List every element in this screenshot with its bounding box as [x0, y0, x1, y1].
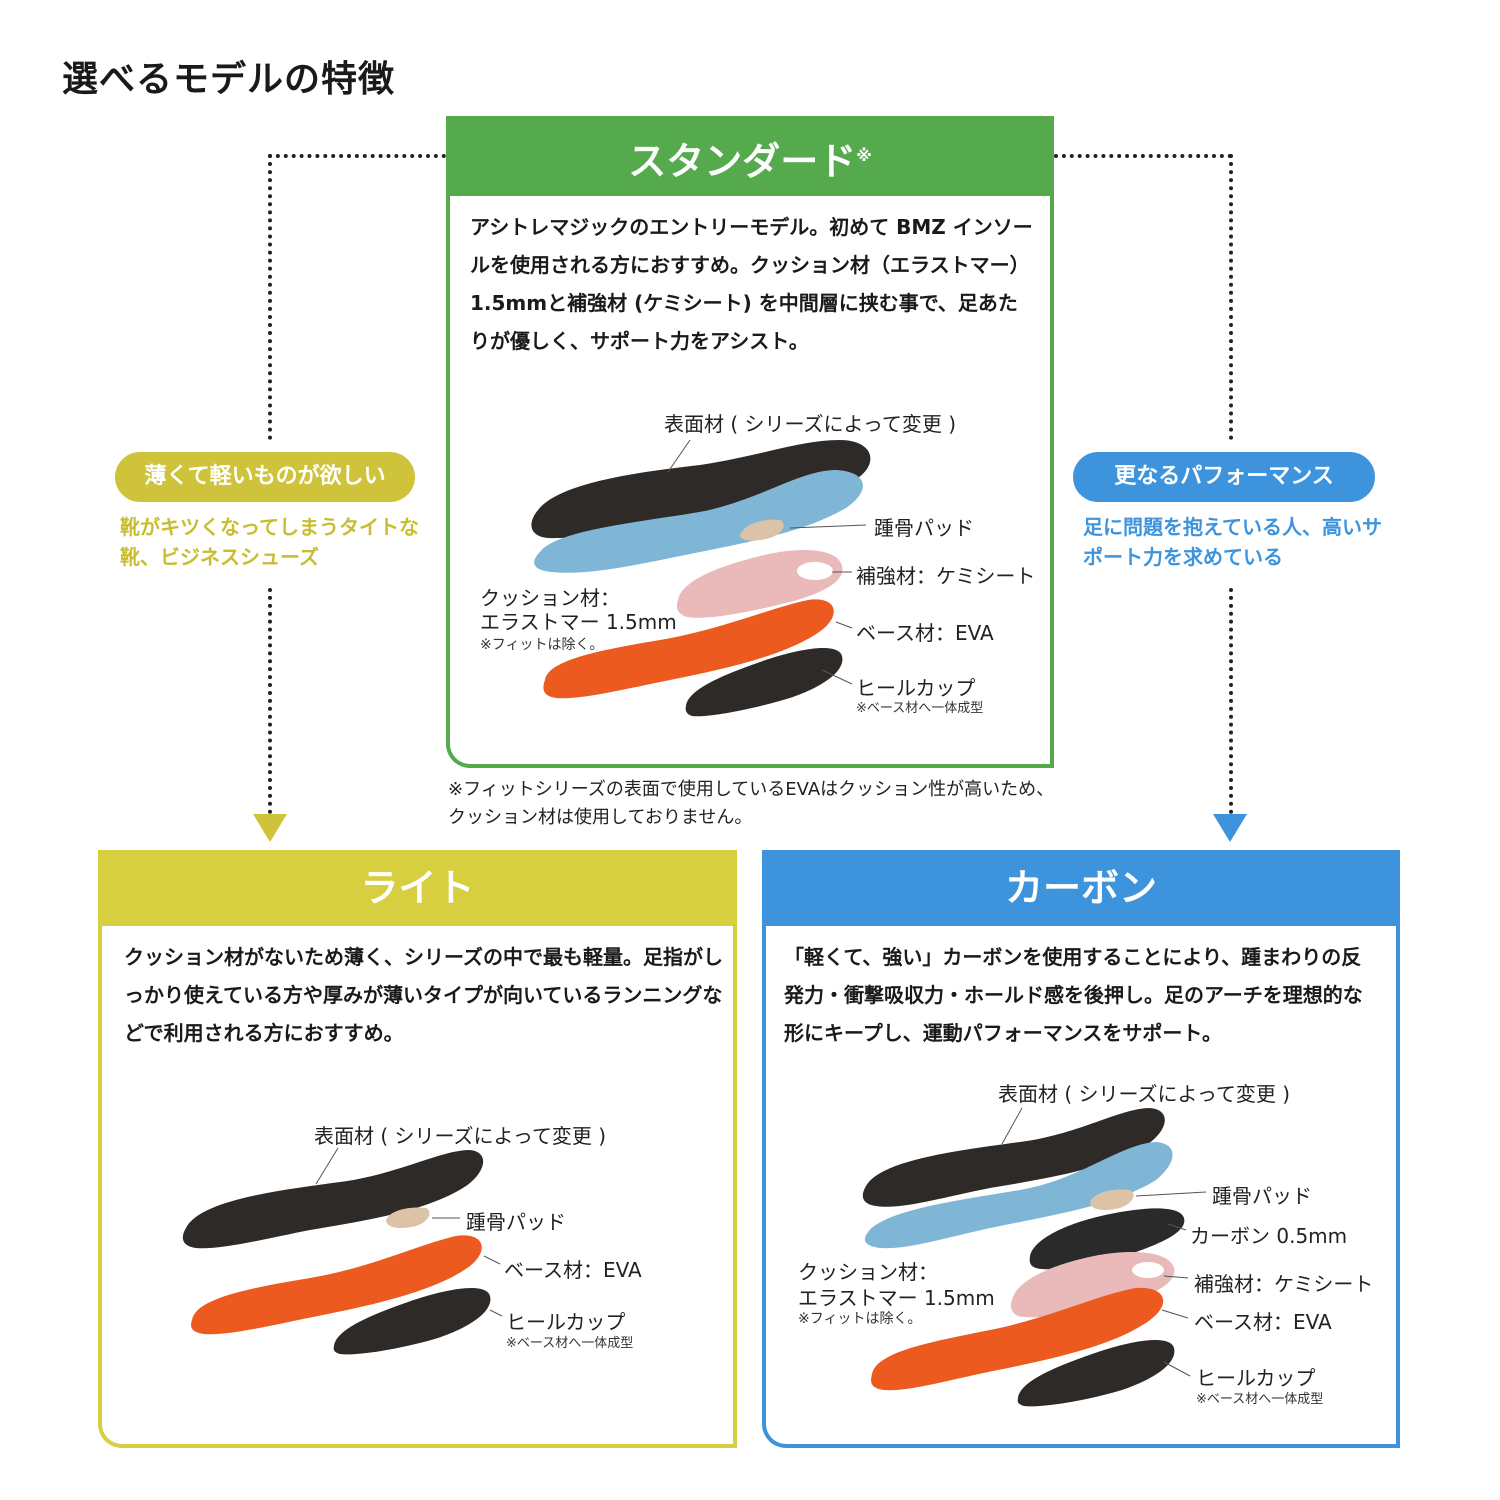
standard-label-base: ベース材：EVA: [856, 621, 994, 645]
carbon-label-cushion-2: エラストマー 1.5mm: [798, 1286, 995, 1310]
carbon-need-pill: 更なるパフォーマンス: [1073, 452, 1375, 502]
standard-leader-line: [667, 439, 691, 473]
light-label-surface: 表面材 ( シリーズによって変更 ): [314, 1124, 607, 1148]
carbon-leader-line: [1163, 1361, 1191, 1377]
standard-label-reinforce: 補強材：ケミシート: [856, 564, 1036, 588]
carbon-leader-line: [1163, 1275, 1189, 1279]
carbon-label-heel-cup: ヒールカップ: [1196, 1366, 1316, 1390]
connector-left-vertical-bottom: [268, 588, 272, 814]
carbon-leader-line: [1001, 1107, 1023, 1145]
light-leader-line: [315, 1147, 339, 1185]
carbon-label-surface: 表面材 ( シリーズによって変更 ): [998, 1082, 1291, 1106]
light-surface-layer: [182, 1150, 484, 1249]
carbon-label-heel-cup-note: ※ベース材へ一体成型: [1196, 1392, 1324, 1407]
carbon-model-description: 「軽くて、強い」カーボンを使用することにより、踵まわりの反発力・衝撃吸収力・ホー…: [784, 945, 1363, 1045]
standard-model-mark: ※: [856, 146, 872, 165]
carbon-need-text: 足に問題を抱えている人、高いサポート力を求めている: [1083, 515, 1382, 569]
standard-leader-line: [789, 524, 867, 529]
light-model-description: クッション材がないため薄く、シリーズの中で最も軽量。足指がしっかり使えている方や…: [124, 945, 723, 1045]
standard-model-header: スタンダード※: [450, 116, 1050, 196]
standard-heel-cup: [685, 648, 843, 717]
standard-heel-pad: [740, 519, 784, 541]
standard-label-surface: 表面材 ( シリーズによって変更 ): [664, 412, 957, 436]
light-label-heel-cup: ヒールカップ: [506, 1310, 626, 1334]
page-title: 選べるモデルの特徴: [62, 59, 396, 100]
carbon-layers: [862, 1107, 1207, 1407]
connector-right-vertical-bottom: [1229, 588, 1233, 814]
carbon-label-base: ベース材：EVA: [1194, 1310, 1332, 1334]
standard-leader-line: [821, 669, 853, 685]
standard-footnote: ※フィットシリーズの表面で使用しているEVAはクッション性が高いため、クッション…: [448, 779, 1055, 828]
light-model-name: ライト: [102, 850, 733, 926]
carbon-label-heel-pad: 踵骨パッド: [1212, 1184, 1312, 1208]
standard-label-heel-pad: 踵骨パッド: [874, 516, 974, 540]
arrow-down-icon: [1213, 814, 1247, 842]
light-heel-cup: [333, 1288, 491, 1355]
light-model-card: ライト クッション材がないため薄く、シリーズの中で最も軽量。足指がしっかり使えて…: [98, 850, 737, 1448]
carbon-label-carbon: カーボン 0.5mm: [1190, 1224, 1348, 1248]
carbon-carbon-layer: [1029, 1208, 1185, 1270]
carbon-label-cushion-1: クッション材：: [798, 1260, 938, 1284]
light-heel-pad: [386, 1207, 430, 1228]
standard-label-heel-cup-note: ※ベース材へ一体成型: [856, 701, 984, 716]
connector-left-horizontal: [268, 154, 446, 158]
connector-right-vertical-top: [1229, 154, 1233, 440]
standard-leader-line: [835, 621, 853, 629]
standard-label-cushion-note: ※フィットは除く。: [480, 637, 604, 653]
carbon-heel-cup: [1017, 1340, 1175, 1407]
standard-base-layer: [543, 599, 834, 699]
light-need-text: 靴がキツくなってしまうタイトな靴、ビジネスシューズ: [120, 515, 419, 569]
light-label-heel-cup-note: ※ベース材へ一体成型: [506, 1336, 634, 1351]
carbon-reinforce-hole: [1132, 1262, 1164, 1278]
standard-model-description: アシトレマジックのエントリーモデル。初めて BMZ インソールを使用される方にお…: [470, 215, 1033, 353]
carbon-model-name: カーボン: [766, 850, 1396, 926]
carbon-cushion-layer: [864, 1142, 1173, 1249]
carbon-label-reinforce: 補強材：ケミシート: [1194, 1272, 1374, 1296]
standard-surface-layer: [531, 440, 871, 539]
connector-right-horizontal: [1054, 154, 1232, 158]
light-leader-line: [489, 1309, 503, 1317]
carbon-heel-pad: [1090, 1189, 1134, 1210]
carbon-label-cushion-note: ※フィットは除く。: [798, 1311, 922, 1327]
light-need-pill: 薄くて軽いものが欲しい: [115, 452, 415, 502]
light-label-base: ベース材：EVA: [504, 1258, 642, 1282]
standard-model-name: スタンダード: [628, 139, 857, 184]
standard-cushion-layer: [534, 470, 863, 573]
standard-reinforce-hole: [797, 562, 833, 580]
light-label-heel-pad: 踵骨パッド: [466, 1210, 566, 1234]
light-leader-line: [483, 1255, 501, 1265]
carbon-leader-line: [1135, 1191, 1207, 1197]
carbon-leader-line: [1167, 1223, 1187, 1231]
carbon-base-layer: [871, 1287, 1164, 1391]
light-layers: [182, 1147, 503, 1355]
standard-label-cushion-2: エラストマー 1.5mm: [480, 610, 677, 634]
connector-left-vertical-top: [268, 154, 272, 440]
standard-layers: [531, 439, 871, 717]
carbon-surface-layer: [862, 1108, 1165, 1207]
standard-label-heel-cup: ヒールカップ: [856, 676, 976, 700]
arrow-down-icon: [253, 814, 287, 842]
carbon-leader-line: [1161, 1309, 1189, 1319]
light-base-layer: [191, 1235, 482, 1335]
standard-label-cushion-1: クッション材：: [480, 586, 620, 610]
